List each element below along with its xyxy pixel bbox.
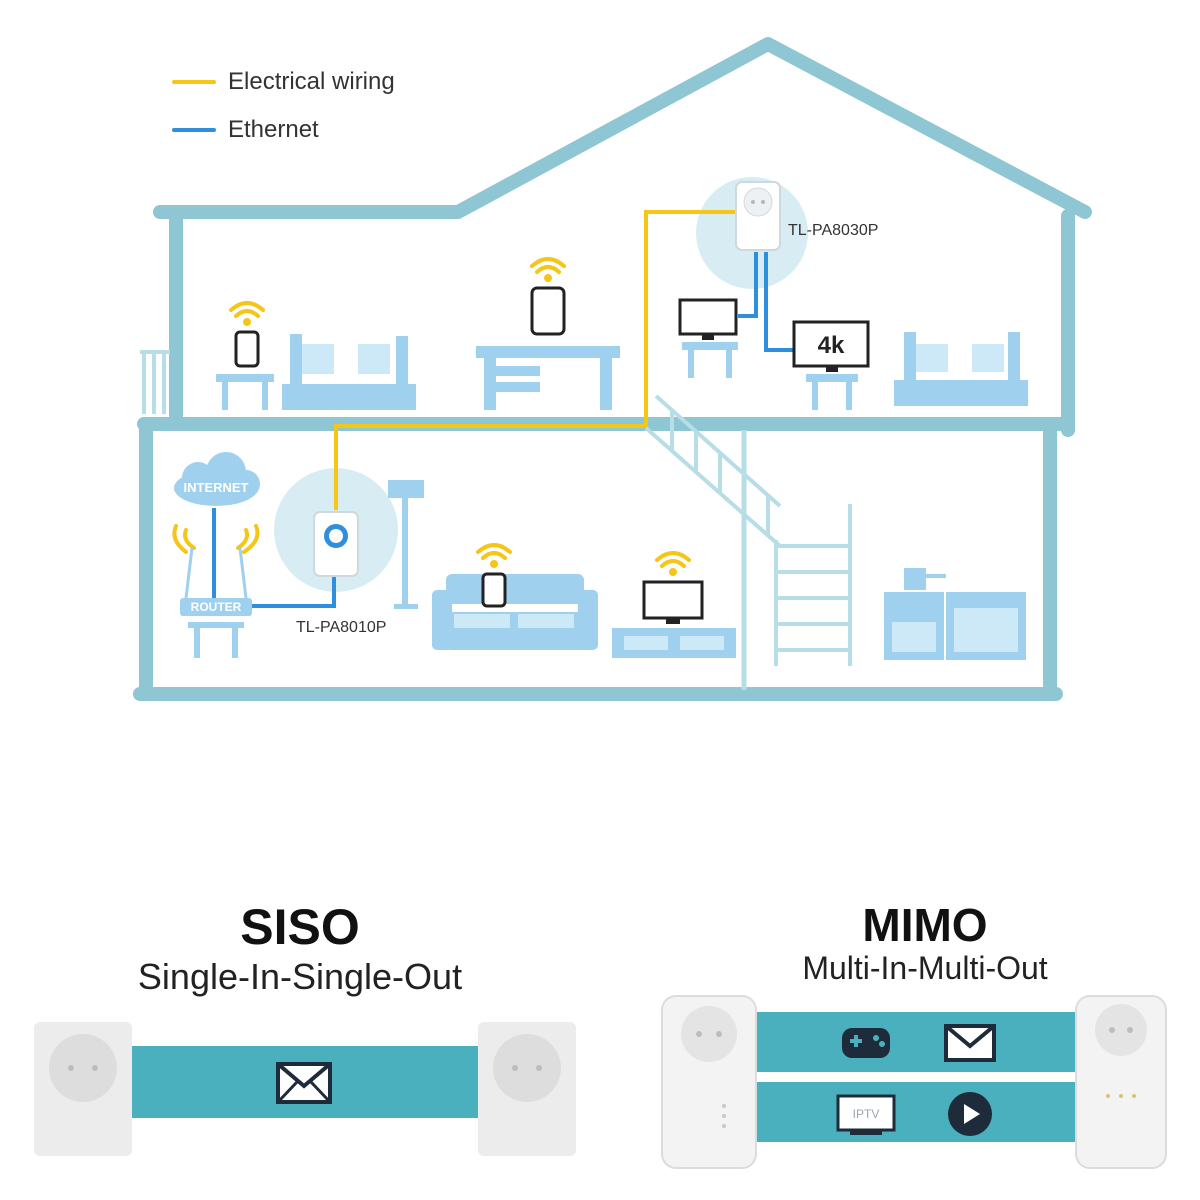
- iptv-icon: [836, 1094, 896, 1135]
- gamepad-icon: [842, 1028, 890, 1058]
- adapter-tl-pa8030p: [735, 181, 781, 251]
- mimo-subtitle: Multi-In-Multi-Out: [802, 950, 1048, 986]
- wifi-icon: [530, 257, 566, 282]
- tv-icon: [642, 580, 704, 624]
- legend-ethernet: Ethernet: [172, 106, 395, 154]
- mimo-adapter-left: [661, 995, 757, 1169]
- legend-electrical-label: Electrical wiring: [228, 68, 395, 95]
- siso-diagram: [34, 1022, 576, 1156]
- adapter-upstairs-label: TL-PA8030P: [788, 222, 878, 239]
- tablet-icon: [530, 286, 566, 336]
- wifi-icon: [476, 543, 512, 568]
- siso-title: SISO: [240, 899, 360, 955]
- mimo-diagram: IPTV: [661, 995, 1167, 1169]
- iptv-label: IPTV: [853, 1107, 880, 1121]
- mail-icon: [944, 1024, 996, 1062]
- tv-4k-label: 4k: [818, 332, 845, 359]
- house-diagram: TL-PA8030P TL-PA8010P: [133, 37, 1092, 701]
- adapter-tl-pa8010p: [313, 511, 359, 577]
- siso-adapter-left: [34, 1022, 132, 1156]
- router-icon: [180, 547, 252, 658]
- ethernet-line-swatch: [172, 128, 216, 132]
- siso-mimo-illustration: IPTV: [34, 995, 1167, 1169]
- staircase: [644, 394, 852, 666]
- legend-electrical: Electrical wiring: [172, 58, 395, 106]
- mimo-title: MIMO: [862, 899, 988, 951]
- kitchen: [884, 568, 1026, 660]
- mimo-stream-2: [752, 1082, 1082, 1142]
- adapter-downstairs-label: TL-PA8010P: [296, 619, 386, 636]
- tv-4k-icon: [792, 320, 870, 372]
- wifi-icon: [172, 524, 260, 554]
- phone-icon: [481, 572, 507, 608]
- phone-icon: [234, 330, 260, 368]
- electrical-wiring-line: [334, 210, 736, 510]
- bedroom-right: [894, 332, 1028, 406]
- tv-stand-upper: [682, 342, 858, 410]
- internet-label: INTERNET: [184, 480, 249, 495]
- mail-icon: [276, 1062, 332, 1104]
- mimo-adapter-right: [1075, 995, 1167, 1169]
- monitor-icon: [678, 298, 738, 340]
- play-icon: [948, 1092, 992, 1136]
- balcony-railing: [140, 350, 170, 414]
- electrical-line-swatch: [172, 80, 216, 84]
- floor-lamp: [388, 480, 424, 609]
- desk: [476, 346, 620, 410]
- wifi-icon: [655, 551, 691, 576]
- legend-ethernet-label: Ethernet: [228, 116, 319, 143]
- bedroom-left: [216, 334, 416, 410]
- wifi-icon: [229, 301, 265, 326]
- siso-adapter-right: [478, 1022, 576, 1156]
- router-label: ROUTER: [191, 600, 242, 614]
- siso-subtitle: Single-In-Single-Out: [137, 956, 463, 997]
- internet-cloud-icon: [174, 452, 260, 506]
- sofa: [432, 574, 598, 650]
- legend: Electrical wiring Ethernet: [172, 58, 395, 154]
- mimo-stream-1: [752, 1012, 1082, 1072]
- tv-stand-lower: [612, 628, 736, 658]
